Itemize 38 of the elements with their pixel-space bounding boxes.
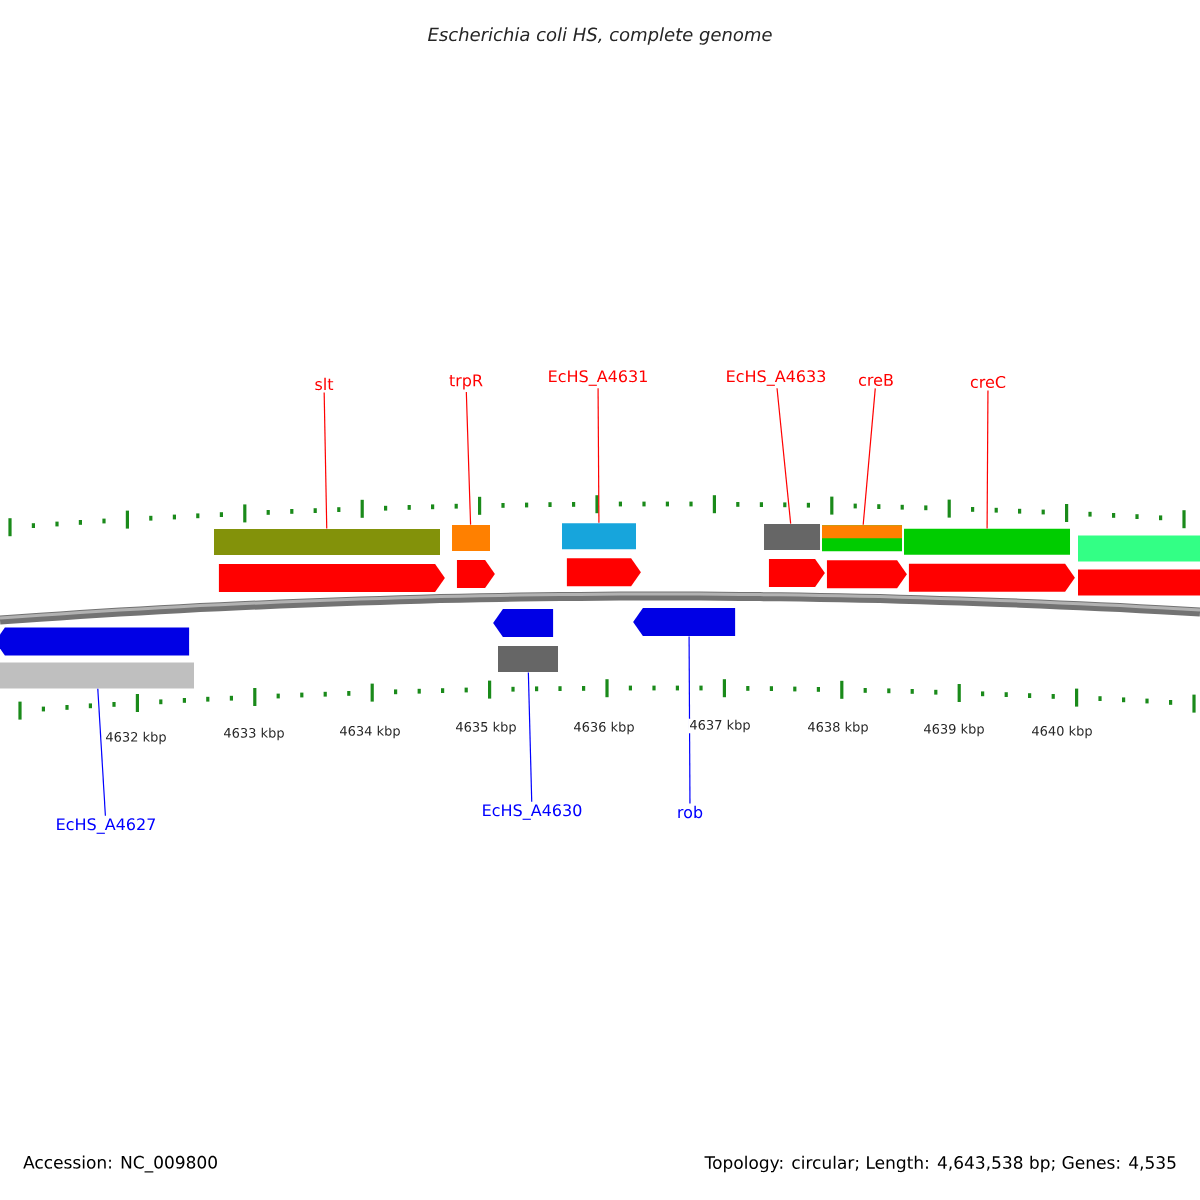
gene-block — [826, 560, 907, 589]
gene-block — [456, 560, 495, 588]
gene-block — [822, 525, 902, 552]
leader-line — [465, 391, 472, 526]
gene-block — [218, 564, 445, 592]
gene-label: creC — [970, 375, 1006, 389]
genome-info-label: Topology: circular; Length: 4,643,538 bp; Genes: 4,535 — [704, 1155, 1176, 1173]
gene-label: slt — [315, 377, 334, 391]
gene-block — [1078, 569, 1200, 596]
gene-block — [214, 529, 440, 555]
gene-label: rob — [678, 805, 703, 819]
gene-block — [498, 646, 558, 672]
gene-block — [0, 627, 190, 656]
leader-line — [862, 387, 876, 526]
gene-label: EcHS_A4631 — [549, 370, 647, 386]
gene-block — [0, 662, 194, 689]
leader-line — [323, 392, 328, 530]
leader-line — [527, 671, 533, 803]
leader-line — [776, 387, 792, 525]
accession-label: Accession: NC_009800 — [23, 1155, 217, 1173]
leader-line — [97, 688, 106, 817]
gene-label: EcHS_A4633 — [727, 370, 826, 386]
leader-line — [688, 635, 691, 804]
gene-block — [1078, 535, 1200, 562]
gene-label: EcHS_A4630 — [483, 804, 582, 820]
gene-label: trpR — [449, 374, 483, 390]
gene-block — [768, 559, 825, 587]
leader-line — [986, 389, 989, 529]
gene-block — [562, 523, 636, 550]
gene-label: EcHS_A4627 — [57, 818, 155, 834]
gene-block — [764, 524, 820, 550]
gene-block — [566, 558, 641, 587]
gene-block — [633, 608, 736, 636]
title: Escherichia coli HS, complete genome — [428, 27, 772, 45]
gene-label: creB — [858, 374, 893, 386]
gene-block — [493, 609, 554, 637]
gene-block — [452, 525, 490, 551]
leader-line — [597, 387, 600, 524]
